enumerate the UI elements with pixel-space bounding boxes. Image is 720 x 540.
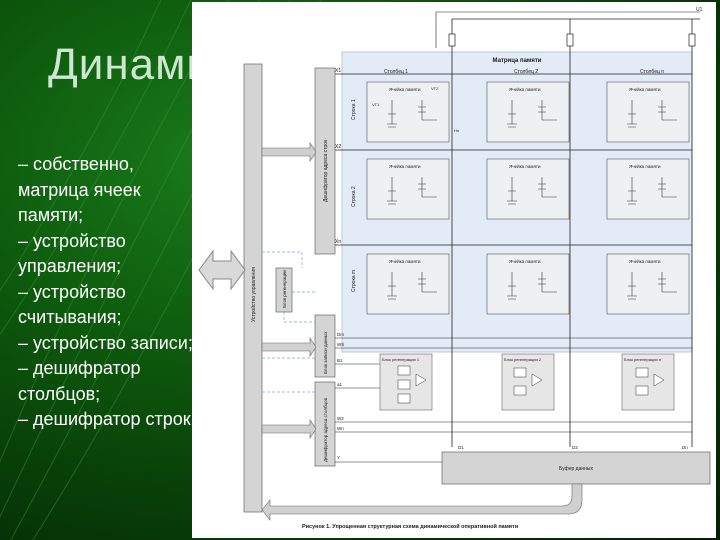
signal-dn: Dn [682,445,688,450]
bullet-item: – дешифратор столбцов; [18,358,141,404]
cell-label: Ячейка памяти [629,258,661,264]
matrix-label: Матрица памяти [493,58,542,64]
cell-label: Ячейка памяти [629,163,661,169]
memory-cell-grid [366,81,690,315]
bullet-item: – устройство считывания; [18,281,126,328]
signal-dm: Dm [337,332,344,337]
signal-wn: Wn [337,426,344,431]
cell-label: Ячейка памяти [389,163,421,169]
figure-caption: Рисунок 1. Упрощенная структурная схема … [302,523,518,530]
regen-block-label: Блок регенерации 2 [504,357,542,362]
dram-diagram: Матрица памяти Столбец 1 Столбец 2 Столб… [192,2,716,538]
bullet-item: – собственно, матрица ячеек памяти; [18,154,141,225]
regen-block-label: Блок регенерации n [624,357,661,362]
memory-cell [366,81,450,143]
signal-b1: B1 [337,358,343,363]
memory-cell [606,158,690,220]
memory-cell [486,158,570,220]
memory-cell [606,253,690,315]
bullet-item: – дешифратор строк; [18,409,196,429]
regen-block-n [621,353,675,411]
control-unit-label: Устройство управления [250,267,257,322]
regen-block-2 [501,353,555,411]
signal-w2: W2 [337,416,344,421]
memory-cell [366,253,450,315]
signal-xn: Xn [335,239,341,245]
cell-label: Ячейка памяти [389,86,421,92]
signal-y: Y [337,455,340,460]
row-decoder-block [314,67,336,255]
signal-x2: X2 [335,144,341,150]
bullet-item: – устройство управления; [18,230,126,277]
column-decoder-block [314,381,336,467]
write-block-label: Блок записи данных [323,331,328,374]
signal-x1: X1 [335,68,341,74]
row-decoder-label: Дешифратор адреса строк [323,139,329,202]
cell-label: Ячейка памяти [509,258,541,264]
signal-d2: D2 [572,445,578,450]
memory-cell [486,253,570,315]
row-label: Строка m [351,270,357,292]
cell-circuitry [387,100,677,300]
label-vt1: VT1 [372,102,380,107]
memory-cell [366,158,450,220]
cell-label: Ячейка памяти [509,163,541,169]
column-decoder-label: Дешифратор адреса столбцов [323,397,328,462]
regen-label: Блок регенерации [282,270,287,308]
bullet-list: – собственно, матрица ячеек памяти; – ус… [18,152,196,433]
cell-label: Ячейка памяти [629,86,661,92]
column-label: Столбец 1 [384,69,408,75]
bullet-item: – устройство записи; [18,332,193,353]
column-label: Столбец 2 [514,69,538,75]
row-label: Строка 1 [351,99,357,120]
cell-label: Ячейка памяти [509,86,541,92]
data-buffer-block [441,451,711,485]
row-label: Строка 2 [351,186,357,207]
signal-u1: U1 [696,7,703,13]
column-label: Столбец n [640,69,664,75]
control-unit-block [243,63,263,513]
signal-ws: WS [337,342,344,347]
memory-cell [606,81,690,143]
memory-cell [486,81,570,143]
signal-d1: D1 [458,445,464,450]
label-vt2: VT2 [431,86,439,91]
regen-block-label: Блок регенерации 1 [382,357,420,362]
bus-double-arrow [198,249,246,291]
label-hn: Hn [454,128,459,133]
signal-a1: a1 [337,382,343,387]
data-buffer-label: Буфер данных [559,466,593,472]
cell-label: Ячейка памяти [389,258,421,264]
